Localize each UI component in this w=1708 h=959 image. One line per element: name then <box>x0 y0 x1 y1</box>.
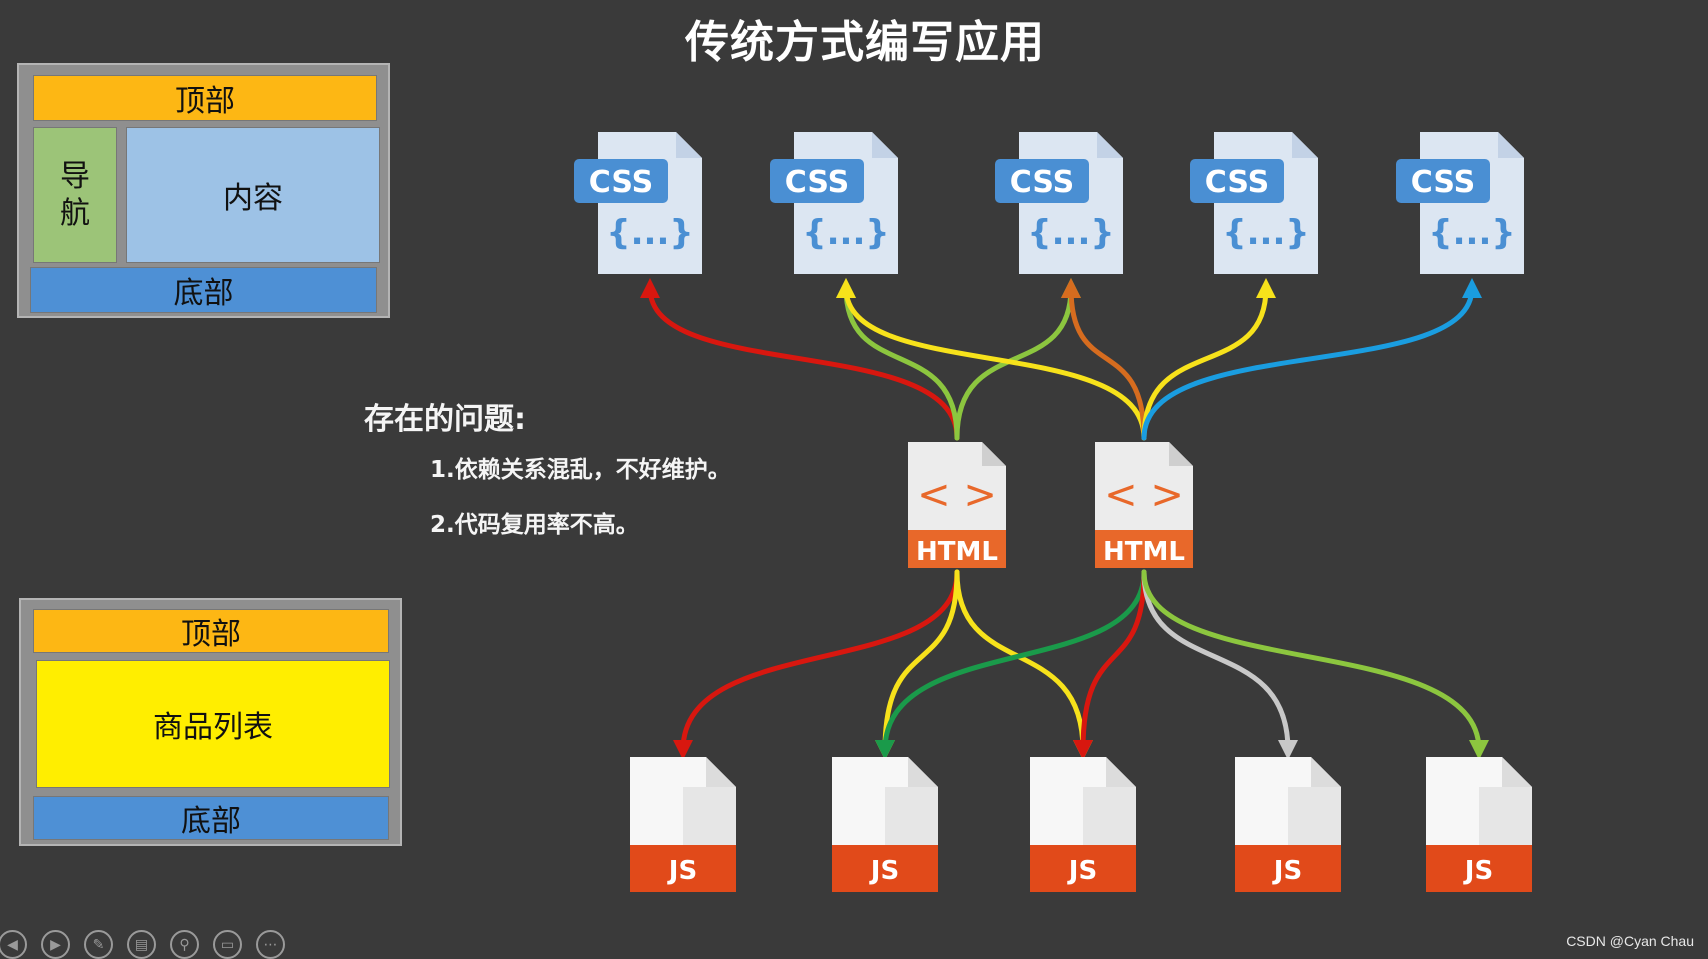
js-file-label: JS <box>1272 856 1302 886</box>
dependency-link-html-1-js-1 <box>875 569 1147 760</box>
css-file-braces: {...} <box>606 213 693 253</box>
css-file-braces: {...} <box>1428 213 1515 253</box>
css-file-icon: CSS {...} <box>770 132 898 274</box>
angle-brackets-icon: < > <box>1104 472 1184 518</box>
dependency-link-html-1-css-2 <box>1061 278 1147 441</box>
css-file-label: CSS <box>1205 165 1269 200</box>
problem-item-2: 2.代码复用率不高。 <box>430 512 639 538</box>
layout1-bottom: 底部 <box>30 267 377 313</box>
css-file-icon: CSS {...} <box>1396 132 1524 274</box>
screen-icon[interactable]: ▭ <box>213 930 242 959</box>
js-file-icon: JS <box>630 757 736 892</box>
layout1-content: 内容 <box>126 127 380 263</box>
js-file-label: JS <box>667 856 697 886</box>
layout-sketch-2: 顶部 商品列表 底部 <box>19 598 402 846</box>
nodes-layer: CSS {...} CSS {...} CSS {...} CSS {...} CSS {...}… <box>574 132 1532 892</box>
html-file-label: HTML <box>1103 537 1185 567</box>
watermark: CSDN @Cyan Chau <box>1566 933 1694 949</box>
dependency-link-html-0-js-0 <box>673 569 960 760</box>
dependency-link-html-0-css-2 <box>954 278 1081 441</box>
dependency-link-html-0-css-1 <box>836 278 960 441</box>
layout2-bottom: 底部 <box>33 796 389 840</box>
zoom-icon[interactable]: ⚲ <box>170 930 199 959</box>
dependency-link-html-1-js-2 <box>1073 569 1147 760</box>
css-file-label: CSS <box>589 165 653 200</box>
dependency-link-html-1-js-3 <box>1141 569 1298 760</box>
layout-icon[interactable]: ▤ <box>127 930 156 959</box>
pen-icon[interactable]: ✎ <box>84 930 113 959</box>
html-file-label: HTML <box>916 537 998 567</box>
html-file-icon: < > HTML <box>1095 442 1193 568</box>
css-file-label: CSS <box>785 165 849 200</box>
dependency-link-html-1-js-4 <box>1141 569 1489 760</box>
dependency-link-html-1-css-1 <box>836 278 1147 441</box>
css-file-braces: {...} <box>1222 213 1309 253</box>
angle-brackets-icon: < > <box>917 472 997 518</box>
dependency-link-html-1-css-4 <box>1141 278 1482 441</box>
layout1-nav-char-2: 航 <box>60 196 90 231</box>
js-file-label: JS <box>869 856 899 886</box>
js-file-icon: JS <box>832 757 938 892</box>
css-file-icon: CSS {...} <box>995 132 1123 274</box>
prev-icon[interactable]: ◀ <box>0 930 27 959</box>
html-file-icon: < > HTML <box>908 442 1006 568</box>
css-file-icon: CSS {...} <box>574 132 702 274</box>
css-file-braces: {...} <box>1027 213 1114 253</box>
js-file-icon: JS <box>1235 757 1341 892</box>
js-file-icon: JS <box>1426 757 1532 892</box>
js-file-label: JS <box>1463 856 1493 886</box>
js-file-label: JS <box>1067 856 1097 886</box>
css-file-braces: {...} <box>802 213 889 253</box>
presenter-toolbar: ◀ ▶ ✎ ▤ ⚲ ▭ ⋯ <box>0 930 285 959</box>
next-icon[interactable]: ▶ <box>41 930 70 959</box>
more-icon[interactable]: ⋯ <box>256 930 285 959</box>
dependency-link-html-0-css-0 <box>640 278 960 441</box>
page-title: 传统方式编写应用 <box>685 17 1045 68</box>
layout-sketch-1: 顶部 导 航 内容 底部 <box>17 63 390 318</box>
js-file-icon: JS <box>1030 757 1136 892</box>
css-file-label: CSS <box>1010 165 1074 200</box>
problem-item-1: 1.依赖关系混乱，不好维护。 <box>430 457 731 483</box>
layout1-top: 顶部 <box>33 75 377 121</box>
css-file-label: CSS <box>1411 165 1475 200</box>
dependency-link-html-1-css-3 <box>1141 278 1276 441</box>
links-layer <box>640 278 1489 760</box>
layout1-nav: 导 航 <box>33 127 117 263</box>
layout2-top: 顶部 <box>33 609 389 653</box>
dependency-link-html-0-js-2 <box>954 569 1093 760</box>
dependency-link-html-0-js-1 <box>875 569 960 760</box>
css-file-icon: CSS {...} <box>1190 132 1318 274</box>
layout1-nav-char-1: 导 <box>60 158 90 194</box>
problems-heading: 存在的问题: <box>364 402 526 437</box>
layout2-product-list: 商品列表 <box>36 660 390 788</box>
